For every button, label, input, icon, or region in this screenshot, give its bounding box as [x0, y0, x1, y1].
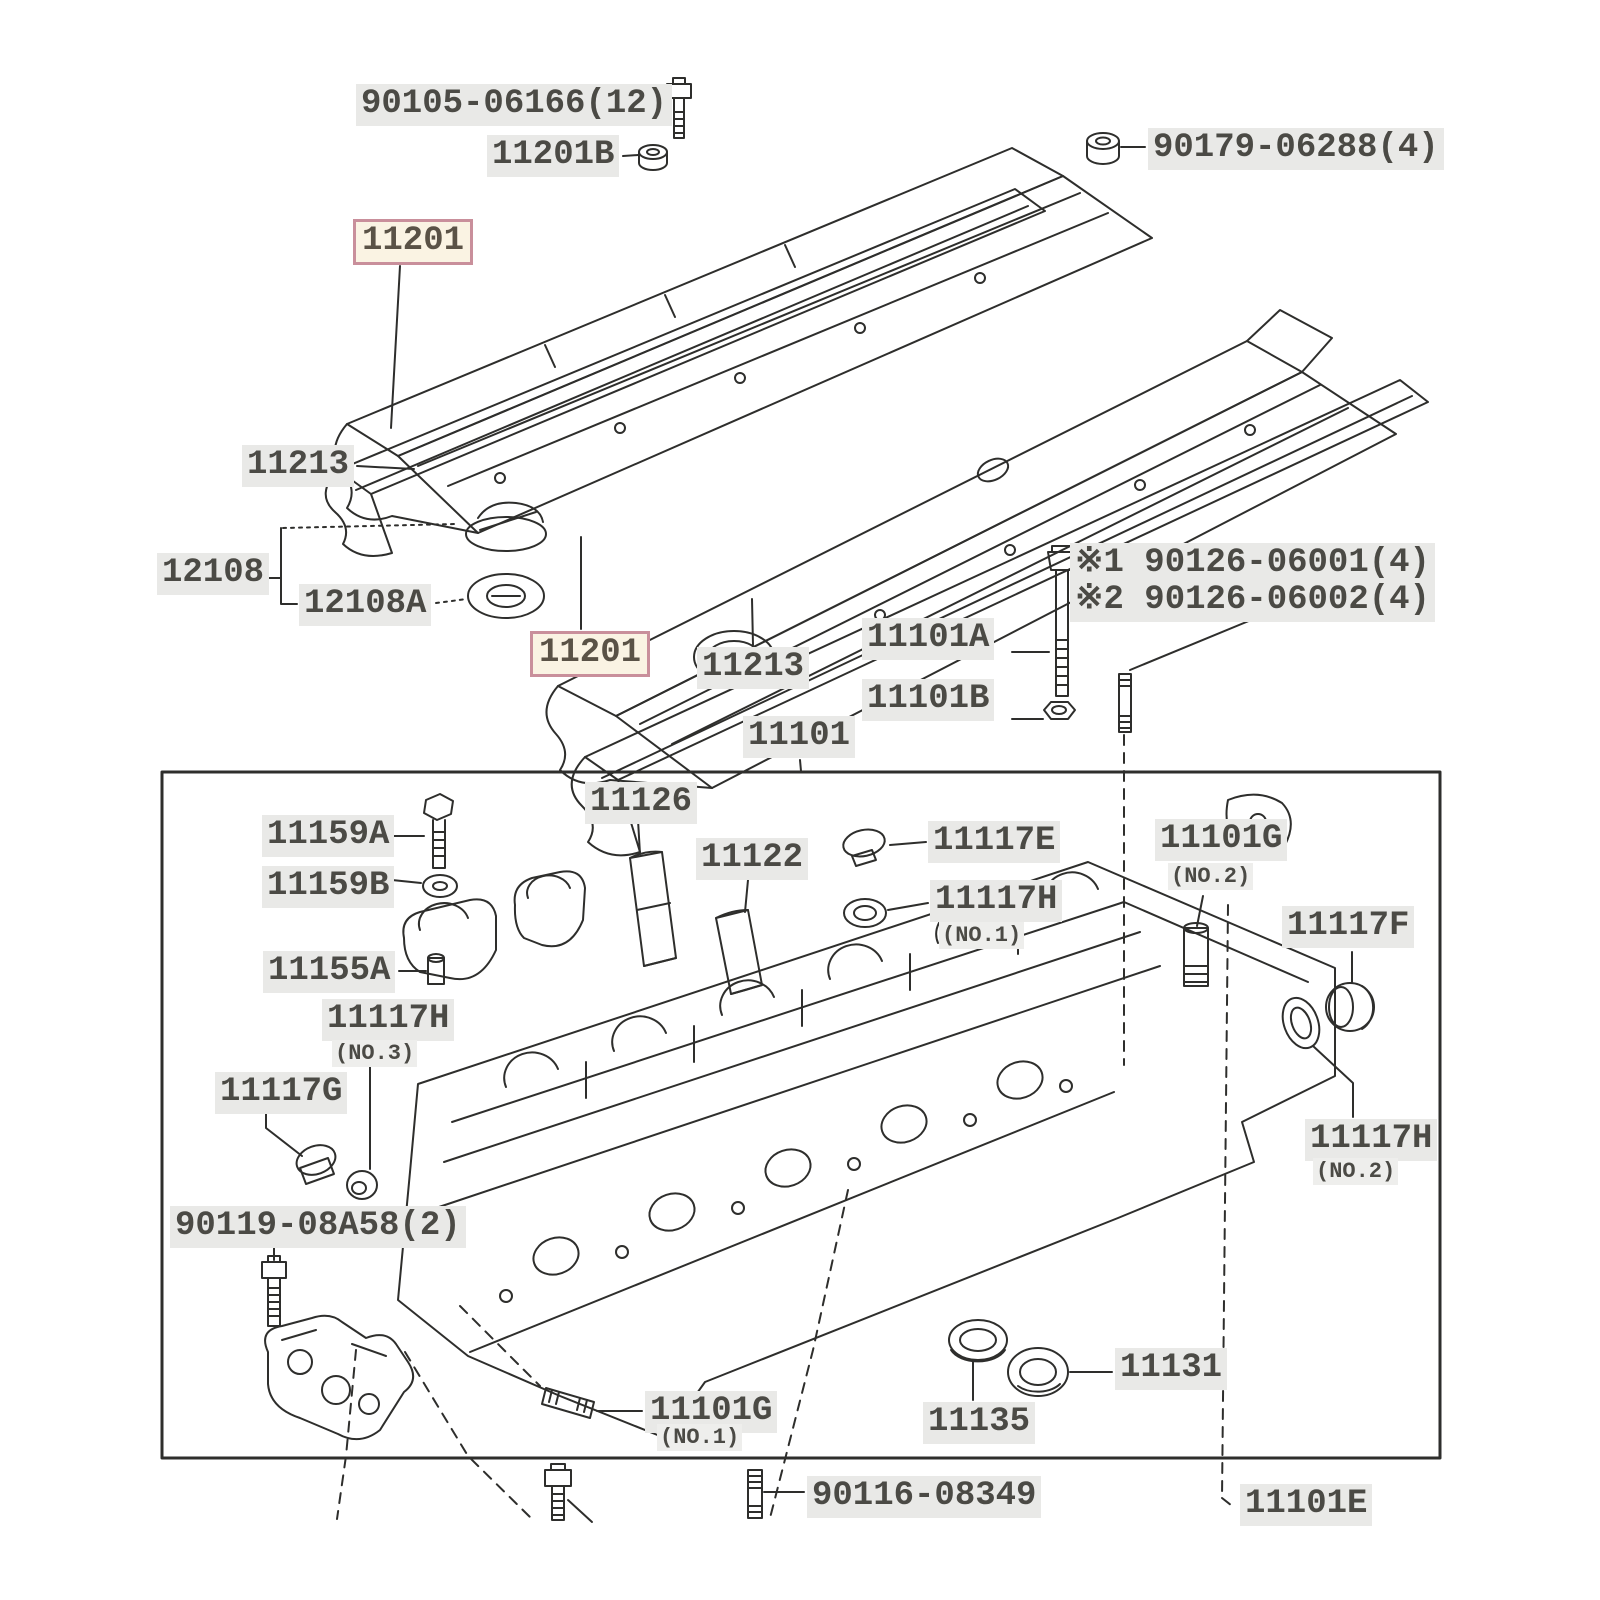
- part-label-pn-90105[interactable]: 90105-06166(12): [356, 84, 673, 126]
- thermostat-housing: [264, 1314, 415, 1441]
- leader-11117h1: [887, 902, 929, 911]
- part-label-pn-11117f[interactable]: 11117F: [1282, 906, 1415, 948]
- leader-11117h2: [1312, 1045, 1354, 1118]
- diagram-frame: [160, 770, 1442, 1460]
- part-label-pn-11122[interactable]: 11122: [696, 838, 809, 880]
- part-label-pn-11117h-1[interactable]: 11117H: [930, 880, 1063, 922]
- leader-11122: [744, 879, 749, 913]
- cylinder-icon-11155a: [427, 953, 445, 985]
- part-label-pn-11213-1[interactable]: 11213: [242, 445, 355, 487]
- nut-icon-11101b: [1043, 701, 1076, 720]
- valve-guide-icon-11126: [629, 850, 677, 967]
- plug-icon-11117g: [295, 1144, 337, 1185]
- bolt-icon-90119: [261, 1255, 287, 1327]
- camshaft-cap-1: [402, 898, 497, 981]
- part-label-pn-90126-1[interactable]: ※1 90126-06001(4): [1070, 543, 1435, 585]
- plug-icon-11117e: [842, 828, 886, 867]
- part-label-pn-11101a[interactable]: 11101A: [862, 618, 995, 660]
- oil-filler-cap-icon-12108: [465, 501, 547, 552]
- part-label-sub-pn-11101g-1: (NO.1): [657, 1424, 743, 1451]
- part-label-pn-11101g-2[interactable]: 11101G: [1155, 819, 1288, 861]
- washer-icon-11159b: [422, 874, 458, 898]
- bolt-icon-11101a: [1047, 545, 1077, 697]
- stud-icon-90126: [1118, 673, 1132, 733]
- seal-ring-icon-11117h1: [843, 898, 887, 928]
- part-label-pn-11117e[interactable]: 11117E: [928, 821, 1061, 863]
- leader-90126: [1129, 617, 1257, 671]
- cap-icon-11117f: [1325, 982, 1375, 1032]
- part-label-pn-90179[interactable]: 90179-06288(4): [1148, 128, 1444, 170]
- leader-11117g: [265, 1111, 303, 1157]
- seal-ring-icon-11117h2: [1281, 996, 1321, 1050]
- stud-icon-11101g1: [541, 1387, 595, 1419]
- leader-11101g2: [1196, 895, 1204, 927]
- part-label-pn-90116[interactable]: 90116-08349: [807, 1476, 1042, 1518]
- part-label-pn-12108[interactable]: 12108: [157, 553, 270, 595]
- bolt-icon-11159a: [423, 793, 454, 869]
- bolt-icon-90105: [666, 77, 692, 139]
- leader-11117e: [889, 841, 927, 846]
- part-label-pn-11159b[interactable]: 11159B: [262, 866, 395, 908]
- seal-icon-11135: [948, 1319, 1008, 1363]
- part-label-pn-11201b[interactable]: 11201B: [487, 135, 620, 177]
- leader-11101: [799, 759, 802, 772]
- seal-ring-icon-11117h3: [346, 1170, 378, 1200]
- leader-12108a: [435, 598, 468, 604]
- stud-icon-90116: [747, 1469, 763, 1519]
- seal-ring-icon-12108a: [467, 573, 545, 619]
- leader-bracket-12108: [267, 523, 456, 605]
- part-label-pn-11135[interactable]: 11135: [923, 1402, 1036, 1444]
- part-label-pn-90126-2[interactable]: ※2 90126-06002(4): [1070, 580, 1435, 622]
- valve-guide-icon-11101g2: [1183, 922, 1209, 987]
- part-label-sub-pn-11117h-1: (NO.1): [939, 922, 1025, 949]
- nut-icon-90179: [1086, 132, 1120, 165]
- part-label-pn-11131[interactable]: 11131: [1115, 1348, 1228, 1390]
- part-label-pn-90119[interactable]: 90119-08A58(2): [170, 1206, 466, 1248]
- camshaft-cap-2: [513, 870, 586, 948]
- part-label-pn-11117h-3[interactable]: 11117H: [322, 999, 455, 1041]
- seal-ring-icon-11131: [1007, 1347, 1069, 1397]
- leader-11159b: [391, 879, 422, 884]
- gasket-1-11213: [324, 188, 1046, 557]
- part-label-sub-pn-11117h-2: (NO.2): [1313, 1158, 1399, 1185]
- part-label-sub-pn-11101g-2: (NO.2): [1168, 863, 1254, 890]
- part-label-pn-11101[interactable]: 11101: [743, 716, 856, 758]
- part-label-pn-11117h-2[interactable]: 11117H: [1305, 1119, 1438, 1161]
- nut-icon-11201b: [638, 144, 668, 171]
- part-label-pn-11201-2[interactable]: 11201: [530, 631, 651, 677]
- leader-11201-1: [390, 265, 401, 429]
- part-label-pn-12108a[interactable]: 12108A: [299, 584, 432, 626]
- part-label-pn-11126[interactable]: 11126: [585, 782, 698, 824]
- valve-cover-1: [334, 147, 1153, 534]
- part-label-pn-11117g[interactable]: 11117G: [215, 1072, 348, 1114]
- part-label-pn-11159a[interactable]: 11159A: [262, 815, 395, 857]
- dashed-reference-lines: [336, 734, 1237, 1520]
- part-label-pn-11213-2[interactable]: 11213: [697, 647, 810, 689]
- part-label-sub-pn-11117h-3: (NO.3): [332, 1040, 418, 1067]
- bolt-icon-bottom: [544, 1463, 593, 1523]
- part-label-pn-11155a[interactable]: 11155A: [263, 951, 396, 993]
- leader-11201b: [622, 154, 639, 157]
- leader-11213-1: [356, 465, 415, 470]
- leader-11126: [637, 819, 641, 855]
- part-label-pn-11101b[interactable]: 11101B: [862, 679, 995, 721]
- part-label-pn-11201-1[interactable]: 11201: [353, 219, 474, 265]
- part-label-pn-11101e[interactable]: 11101E: [1240, 1484, 1373, 1526]
- leader-11213-2: [751, 598, 754, 646]
